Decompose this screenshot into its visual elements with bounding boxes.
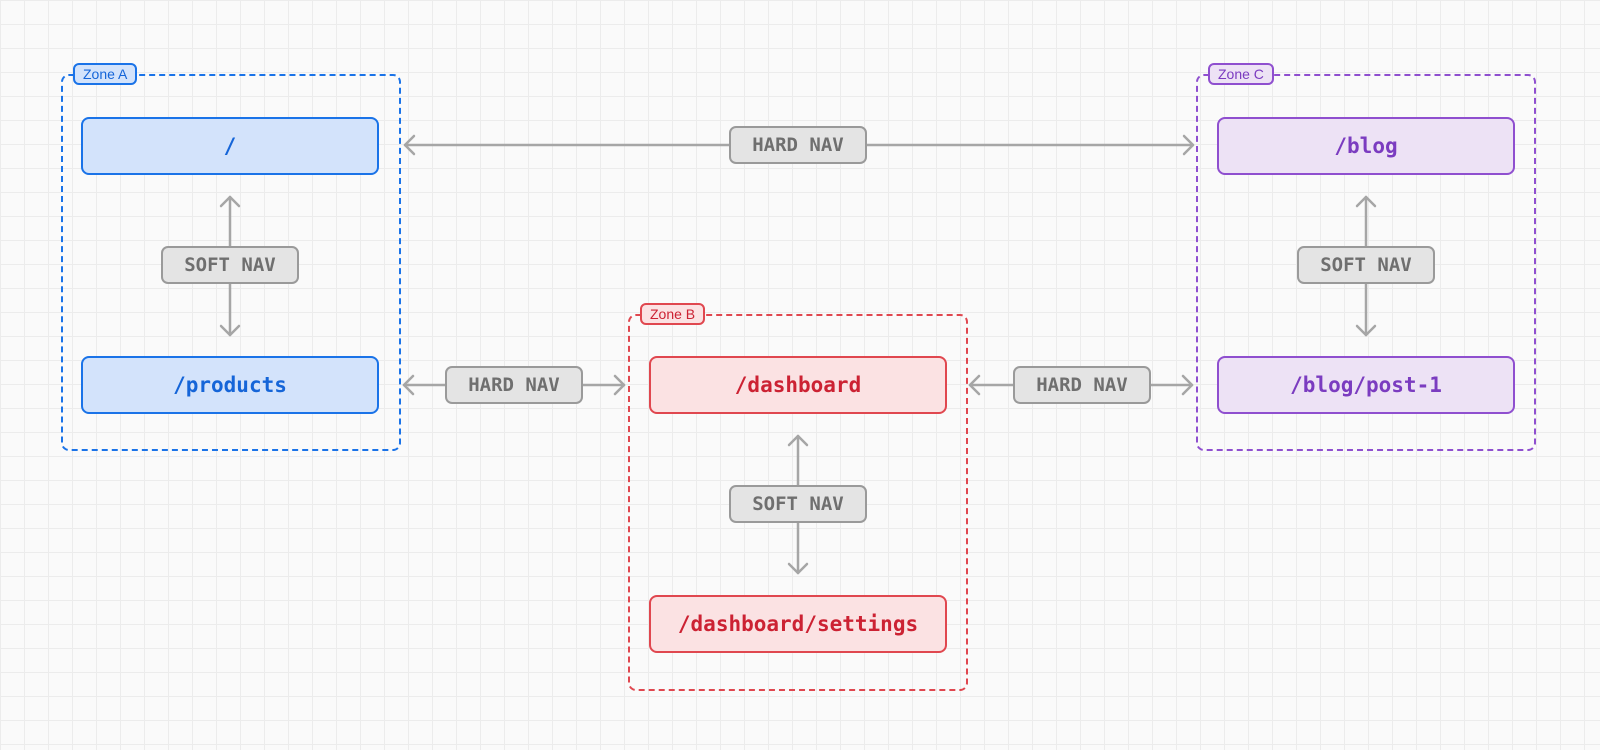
zone-b — [628, 314, 968, 691]
route-root: / — [81, 117, 379, 175]
arrowhead-up — [1355, 195, 1377, 208]
arrowhead-right — [1181, 374, 1194, 396]
zone-b-label: Zone B — [640, 303, 706, 325]
arrowhead-left — [403, 134, 416, 156]
arrowhead-right — [1182, 134, 1195, 156]
hard-nav-top-badge: HARD NAV — [729, 126, 867, 164]
arrowhead-up — [787, 434, 809, 447]
soft-nav-b-badge: SOFT NAV — [729, 485, 867, 523]
soft-nav-a-badge: SOFT NAV — [161, 246, 299, 284]
arrowhead-down — [787, 562, 809, 575]
arrowhead-down — [1355, 324, 1377, 337]
hard-nav-b-c-badge: HARD NAV — [1013, 366, 1151, 404]
hard-nav-a-b-badge: HARD NAV — [445, 366, 583, 404]
route-dashboard: /dashboard — [649, 356, 947, 414]
route-dashboard-settings: /dashboard/settings — [649, 595, 947, 653]
arrowhead-right — [613, 374, 626, 396]
arrowhead-up — [219, 195, 241, 208]
arrowhead-left — [402, 374, 415, 396]
route-products: /products — [81, 356, 379, 414]
route-blog: /blog — [1217, 117, 1515, 175]
route-blog-post-1: /blog/post-1 — [1217, 356, 1515, 414]
arrowhead-left — [968, 374, 981, 396]
zone-c — [1196, 74, 1536, 451]
soft-nav-c-badge: SOFT NAV — [1297, 246, 1435, 284]
zone-a-label: Zone A — [73, 63, 138, 85]
arrowhead-down — [219, 324, 241, 337]
zone-a — [61, 74, 401, 451]
zone-c-label: Zone C — [1208, 63, 1274, 85]
